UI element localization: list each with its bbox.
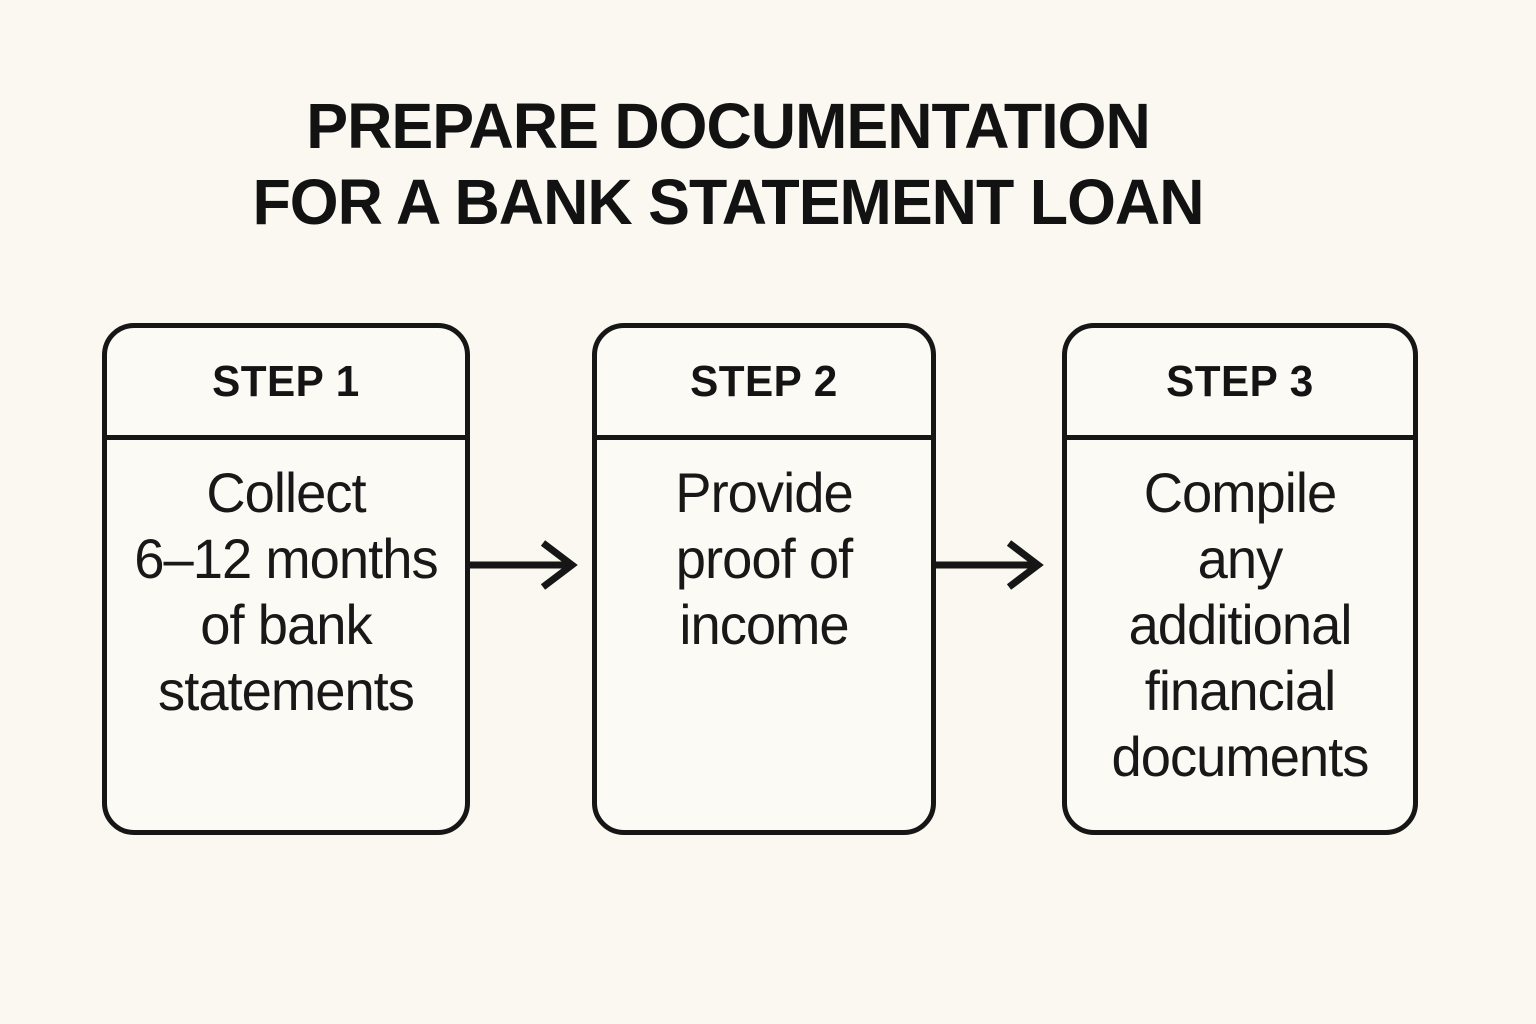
step-1-header: STEP 1: [107, 328, 465, 440]
page-title: PREPARE DOCUMENTATION FOR A BANK STATEME…: [252, 90, 1204, 238]
step-3-description: Compile any additional financial documen…: [1111, 461, 1370, 788]
step-1-box: STEP 1 Collect 6–12 months of bank state…: [102, 323, 470, 835]
step-3-box: STEP 3 Compile any additional financial …: [1062, 323, 1418, 835]
step-3-label: STEP 3: [1166, 356, 1314, 406]
step-1-description: Collect 6–12 months of bank statements: [134, 461, 438, 722]
step-2-box: STEP 2 Provide proof of income: [592, 323, 936, 835]
step-3-header: STEP 3: [1067, 328, 1413, 440]
step-2-description: Provide proof of income: [675, 461, 853, 656]
step-1-label: STEP 1: [212, 356, 360, 406]
step-2-header: STEP 2: [597, 328, 931, 440]
step-2-label: STEP 2: [690, 356, 838, 406]
right-arrow-icon: [469, 540, 578, 590]
right-arrow-icon: [935, 540, 1044, 590]
